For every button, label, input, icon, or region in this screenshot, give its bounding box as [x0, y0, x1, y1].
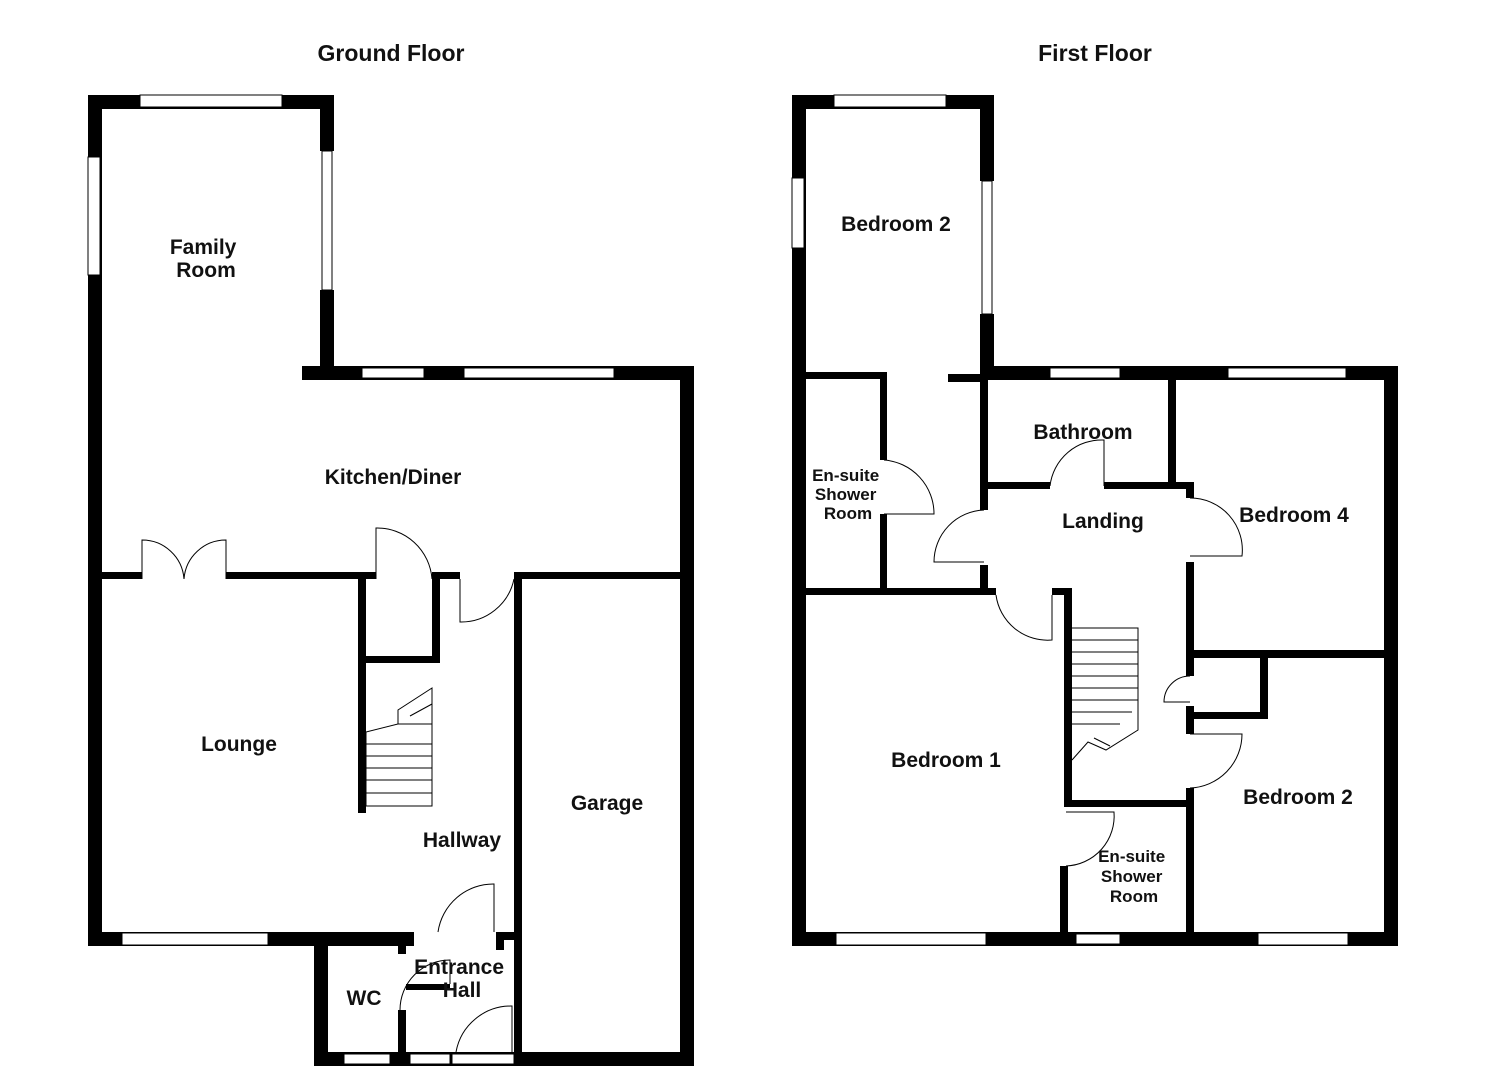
ground-floor-title: Ground Floor — [318, 40, 465, 66]
room-family-room: Family Room — [170, 236, 242, 282]
first-floor-title: First Floor — [1038, 40, 1152, 66]
room-entrance-hall: Entrance Hall — [414, 956, 510, 1002]
room-garage: Garage — [571, 792, 643, 815]
room-bedroom-1: Bedroom 1 — [891, 749, 1001, 772]
first-floor: First Floor — [791, 40, 1398, 946]
room-ensuite-bottom: En-suite Shower Room — [1098, 847, 1170, 906]
room-bedroom-2-bottom: Bedroom 2 — [1243, 786, 1353, 809]
room-lounge: Lounge — [201, 733, 277, 756]
ground-floor: Ground Floor — [87, 40, 694, 1066]
room-hallway: Hallway — [423, 829, 502, 852]
room-wc: WC — [347, 987, 382, 1010]
room-landing: Landing — [1062, 510, 1144, 533]
room-ensuite-left: En-suite Shower Room — [812, 466, 884, 523]
room-bathroom: Bathroom — [1033, 421, 1132, 444]
room-bedroom-4: Bedroom 4 — [1239, 504, 1349, 527]
room-kitchen-diner: Kitchen/Diner — [325, 466, 462, 489]
room-bedroom-2-top: Bedroom 2 — [841, 213, 951, 236]
